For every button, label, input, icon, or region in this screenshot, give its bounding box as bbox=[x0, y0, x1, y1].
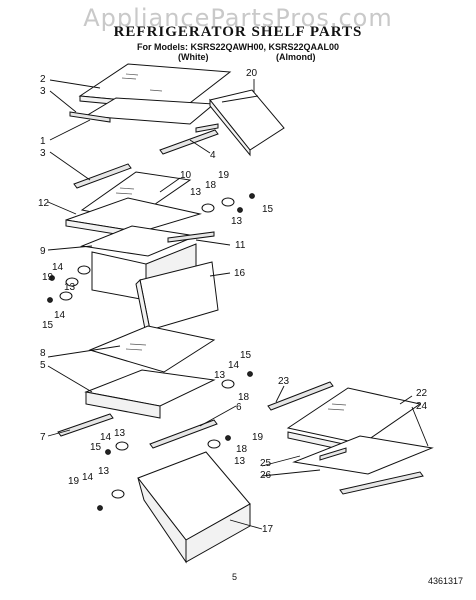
callout-16: 16 bbox=[234, 268, 246, 279]
callout-14: 14 bbox=[54, 310, 66, 321]
callout-8: 8 bbox=[40, 348, 46, 359]
callout-18: 18 bbox=[238, 392, 250, 403]
right-rollers bbox=[201, 193, 255, 213]
callout-14: 14 bbox=[100, 432, 112, 443]
bottom-shelf-frame bbox=[57, 369, 218, 449]
callout-12: 12 bbox=[38, 198, 50, 209]
page-number: 5 bbox=[232, 572, 238, 582]
top-crisper-pan bbox=[209, 89, 285, 157]
callout-14: 14 bbox=[52, 262, 64, 273]
callout-15: 15 bbox=[240, 350, 252, 361]
color-white-label: (White) bbox=[178, 52, 209, 62]
callout-14: 14 bbox=[82, 472, 94, 483]
left-rollers bbox=[47, 265, 91, 303]
callout-13: 13 bbox=[231, 216, 243, 227]
callout-14: 14 bbox=[228, 360, 240, 371]
callout-13: 13 bbox=[234, 456, 246, 467]
callout-11: 11 bbox=[235, 240, 246, 251]
callout-10: 10 bbox=[180, 170, 192, 181]
page-title: REFRIGERATOR SHELF PARTS bbox=[113, 24, 363, 40]
bottom-glass-shelf bbox=[88, 325, 216, 373]
callout-15: 15 bbox=[90, 442, 102, 453]
callout-15: 15 bbox=[42, 320, 54, 331]
model-numbers: For Models: KSRS22QAWH00, KSRS22QAAL00 bbox=[136, 42, 340, 52]
watermark-text: AppliancePartsPros.com bbox=[83, 4, 393, 32]
callout-13: 13 bbox=[214, 370, 226, 381]
callout-6: 6 bbox=[236, 402, 242, 413]
middle-rail bbox=[73, 163, 132, 189]
callout-2: 2 bbox=[40, 74, 46, 85]
color-almond-label: (Almond) bbox=[276, 52, 316, 62]
callout-18: 18 bbox=[205, 180, 217, 191]
callout-19: 19 bbox=[252, 432, 264, 443]
callout-5: 5 bbox=[40, 360, 46, 371]
callout-13: 13 bbox=[114, 428, 126, 439]
callout-17: 17 bbox=[262, 524, 274, 535]
callout-15: 15 bbox=[262, 204, 274, 215]
callout-13: 13 bbox=[98, 466, 110, 477]
callout-22: 22 bbox=[416, 388, 428, 399]
bottom-rollers bbox=[97, 371, 253, 511]
callout-1: 1 bbox=[40, 136, 46, 147]
drawer-frame bbox=[80, 225, 215, 301]
callout-3: 3 bbox=[40, 86, 46, 97]
top-shelf-frame bbox=[69, 97, 219, 155]
callout-13: 13 bbox=[64, 282, 76, 293]
deli-drawer bbox=[135, 261, 219, 336]
callout-19: 19 bbox=[42, 272, 54, 283]
callout-4: 4 bbox=[210, 150, 216, 161]
callout-18: 18 bbox=[236, 444, 248, 455]
leader-lines bbox=[47, 79, 429, 530]
callout-20: 20 bbox=[246, 68, 258, 79]
callout-13: 13 bbox=[190, 187, 202, 198]
right-shelf-frame bbox=[292, 435, 434, 495]
callout-23: 23 bbox=[278, 376, 290, 387]
callout-24: 24 bbox=[416, 401, 428, 412]
callout-26: 26 bbox=[260, 470, 272, 481]
callout-9: 9 bbox=[40, 246, 46, 257]
callout-19: 19 bbox=[218, 170, 230, 181]
callout-3: 3 bbox=[40, 148, 46, 159]
document-number: 4361317 bbox=[428, 576, 464, 586]
callout-25: 25 bbox=[260, 458, 272, 469]
crisper-drawer bbox=[137, 451, 251, 564]
callout-19: 19 bbox=[68, 476, 80, 487]
callout-7: 7 bbox=[40, 432, 46, 443]
